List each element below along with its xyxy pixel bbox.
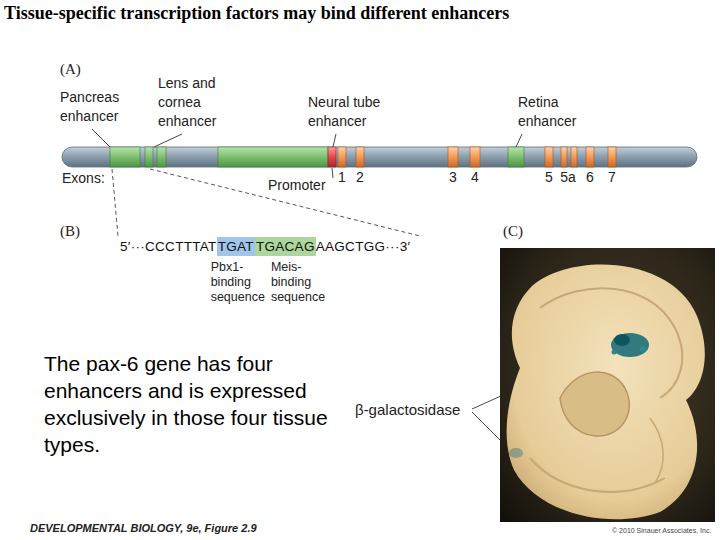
embryo-photo [500, 248, 715, 522]
exon-number: 2 [349, 169, 371, 186]
enhancer-label: Lens and cornea enhancer [158, 74, 238, 131]
summary-text: The pax-6 gene has four enhancers and is… [44, 350, 336, 458]
zoom-lines [112, 169, 420, 236]
figure-credit: DEVELOPMENTAL BIOLOGY, 9e, Figure 2.9 [30, 521, 257, 535]
exon-number: 7 [601, 169, 623, 186]
binding-site-box: TGACAG [255, 237, 316, 256]
exon-number: 1 [331, 169, 353, 186]
panel-letter: (C) [503, 222, 523, 240]
binding-label: Meis-binding sequence [271, 260, 325, 305]
exon-number: 5a [557, 169, 579, 186]
panel-letter: (B) [60, 222, 80, 240]
gene-bar [62, 147, 697, 167]
exon-number: 3 [442, 169, 464, 186]
binding-label: Pbx1-binding sequence [211, 260, 265, 305]
enhancer-label: Retina enhancer [518, 93, 590, 131]
sequence-row: 5′···CCCTTTATTGATTGACAGAAGCTGG···3′ [120, 237, 410, 256]
sequence-text: 5′···CCCTTTAT [120, 237, 217, 256]
slide-title: Tissue-specific transcription factors ma… [4, 2, 509, 24]
callout-label: β-galactosidase [355, 401, 460, 419]
exons-label: Exons: [62, 169, 105, 188]
sequence-text: TGAT [218, 239, 254, 254]
exon-number: 5 [538, 169, 560, 186]
promoter-label: Promoter [268, 176, 326, 195]
exon-number: 6 [579, 169, 601, 186]
copyright: © 2010 Sinauer Associates, Inc. [612, 526, 711, 535]
panel-letter: (A) [60, 60, 81, 78]
exon-number: 4 [464, 169, 486, 186]
enhancer-label: Pancreas enhancer [60, 88, 132, 126]
binding-site-box: TGAT [217, 237, 255, 256]
sequence-text: TGACAG [256, 239, 315, 254]
sequence-text: AAGCTGG···3′ [316, 237, 411, 256]
enhancer-label: Neural tube enhancer [308, 93, 404, 131]
